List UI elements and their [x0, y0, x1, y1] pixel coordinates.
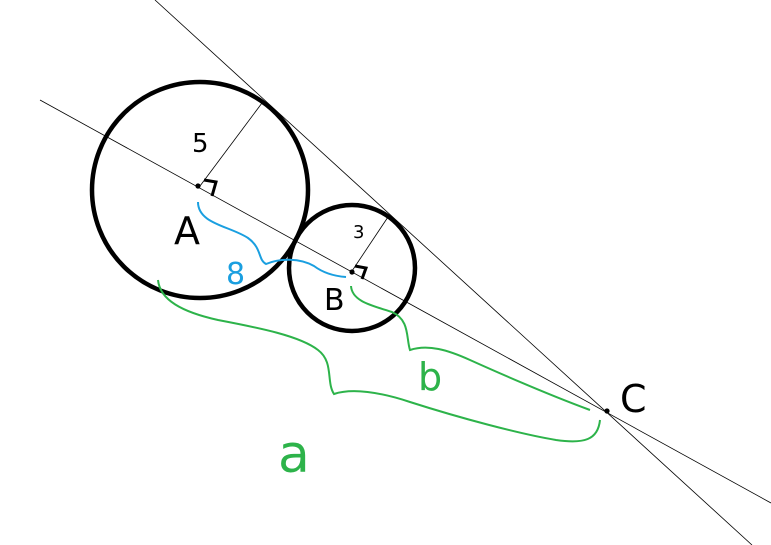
label-distance-bc: b: [418, 355, 442, 399]
point-c: [604, 408, 610, 414]
brace-ac: [157, 279, 601, 443]
label-radius-b: 3: [353, 222, 364, 243]
radius-a: [199, 102, 263, 187]
label-radius-a: 5: [192, 129, 209, 159]
circle-b: [286, 202, 418, 334]
label-point-c: C: [620, 377, 647, 421]
circle-a: [89, 79, 311, 301]
point-b: [349, 269, 355, 275]
point-a: [195, 183, 201, 189]
brace-ab: [197, 201, 347, 278]
tangent-line: [154, 0, 753, 545]
label-point-a: A: [174, 209, 200, 253]
brace-bc: [350, 285, 591, 411]
label-point-b: B: [324, 283, 345, 318]
right-angle-mark-a: [203, 178, 218, 197]
label-distance-ac: a: [278, 425, 310, 485]
label-distance-ab: 8: [226, 257, 245, 292]
radius-b: [351, 216, 389, 272]
right-angle-mark-b: [354, 264, 369, 280]
